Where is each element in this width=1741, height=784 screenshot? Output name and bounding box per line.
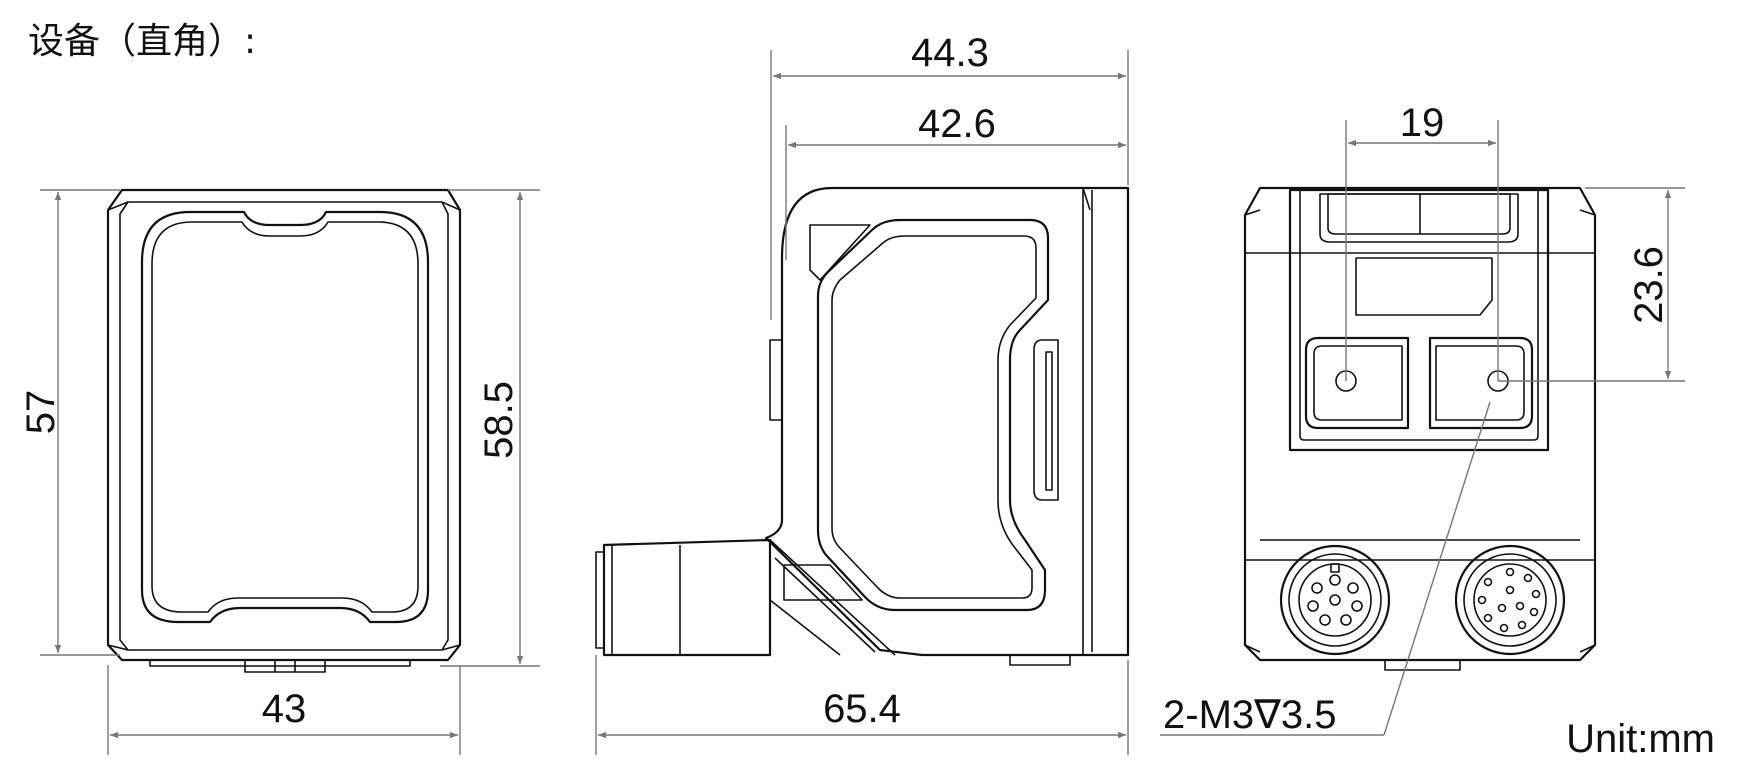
rear-body-outline [1243, 186, 1597, 662]
callout-leader [1383, 401, 1491, 736]
page-title: 设备（直角）: [28, 21, 257, 62]
dim-front-width: 43 [262, 687, 307, 731]
side-back-panel [1082, 188, 1093, 655]
dim-side-top-outer: 44.3 [911, 31, 989, 75]
dim-rear-hole-height: 23.6 [1627, 246, 1671, 324]
side-slot-inner [1045, 351, 1053, 491]
dim-rear-hole-spacing: 19 [1400, 101, 1445, 145]
dim-front-height-outer: 58.5 [477, 381, 521, 459]
callout-hole-spec: 2-M3∇3.5 [1163, 693, 1337, 737]
front-window [140, 210, 430, 624]
side-view: 44.3 42.6 65.4 [595, 31, 1130, 755]
rear-label-plate [1355, 257, 1493, 316]
dim-side-length: 65.4 [823, 687, 901, 731]
side-window-inner [831, 235, 1037, 599]
rear-plate-inner [1313, 345, 1525, 421]
rear-top-slot-inner [1327, 193, 1511, 235]
front-bottom-base [149, 660, 411, 673]
rear-view: 19 23.6 2-M3∇3.5 [1160, 101, 1685, 737]
unit-label: Unit:mm [1566, 717, 1715, 761]
rear-plate-right [1428, 336, 1534, 430]
connector-12pin [1454, 544, 1566, 656]
dim-side-top-inner: 42.6 [918, 102, 996, 146]
rear-lower-band [1245, 539, 1595, 561]
side-connector [602, 538, 772, 657]
side-window-outer [816, 218, 1050, 612]
front-window-inner [151, 221, 419, 613]
rear-bottom-foot [1384, 660, 1461, 671]
dim-front-height-inner: 57 [19, 390, 63, 435]
front-outer-body [106, 188, 462, 662]
rear-mount-frame-inner [1299, 189, 1539, 441]
rear-top-slot [1319, 193, 1519, 243]
side-connector-ribs [595, 545, 681, 655]
side-button [769, 339, 783, 421]
side-connector-elbow [769, 539, 896, 656]
rear-bevel-lines [1244, 209, 1596, 653]
connector-8pin [1279, 544, 1391, 656]
side-bottom-foot [1009, 655, 1071, 666]
side-top-slant [1082, 187, 1129, 655]
rear-plate-left [1304, 336, 1410, 430]
side-top-cap [809, 224, 871, 281]
front-view: 43 57 58.5 [19, 188, 540, 755]
side-slot [1033, 339, 1059, 501]
side-body-outline [764, 186, 1130, 657]
front-corner-lines [107, 201, 461, 651]
front-inner-bevel [119, 201, 449, 651]
